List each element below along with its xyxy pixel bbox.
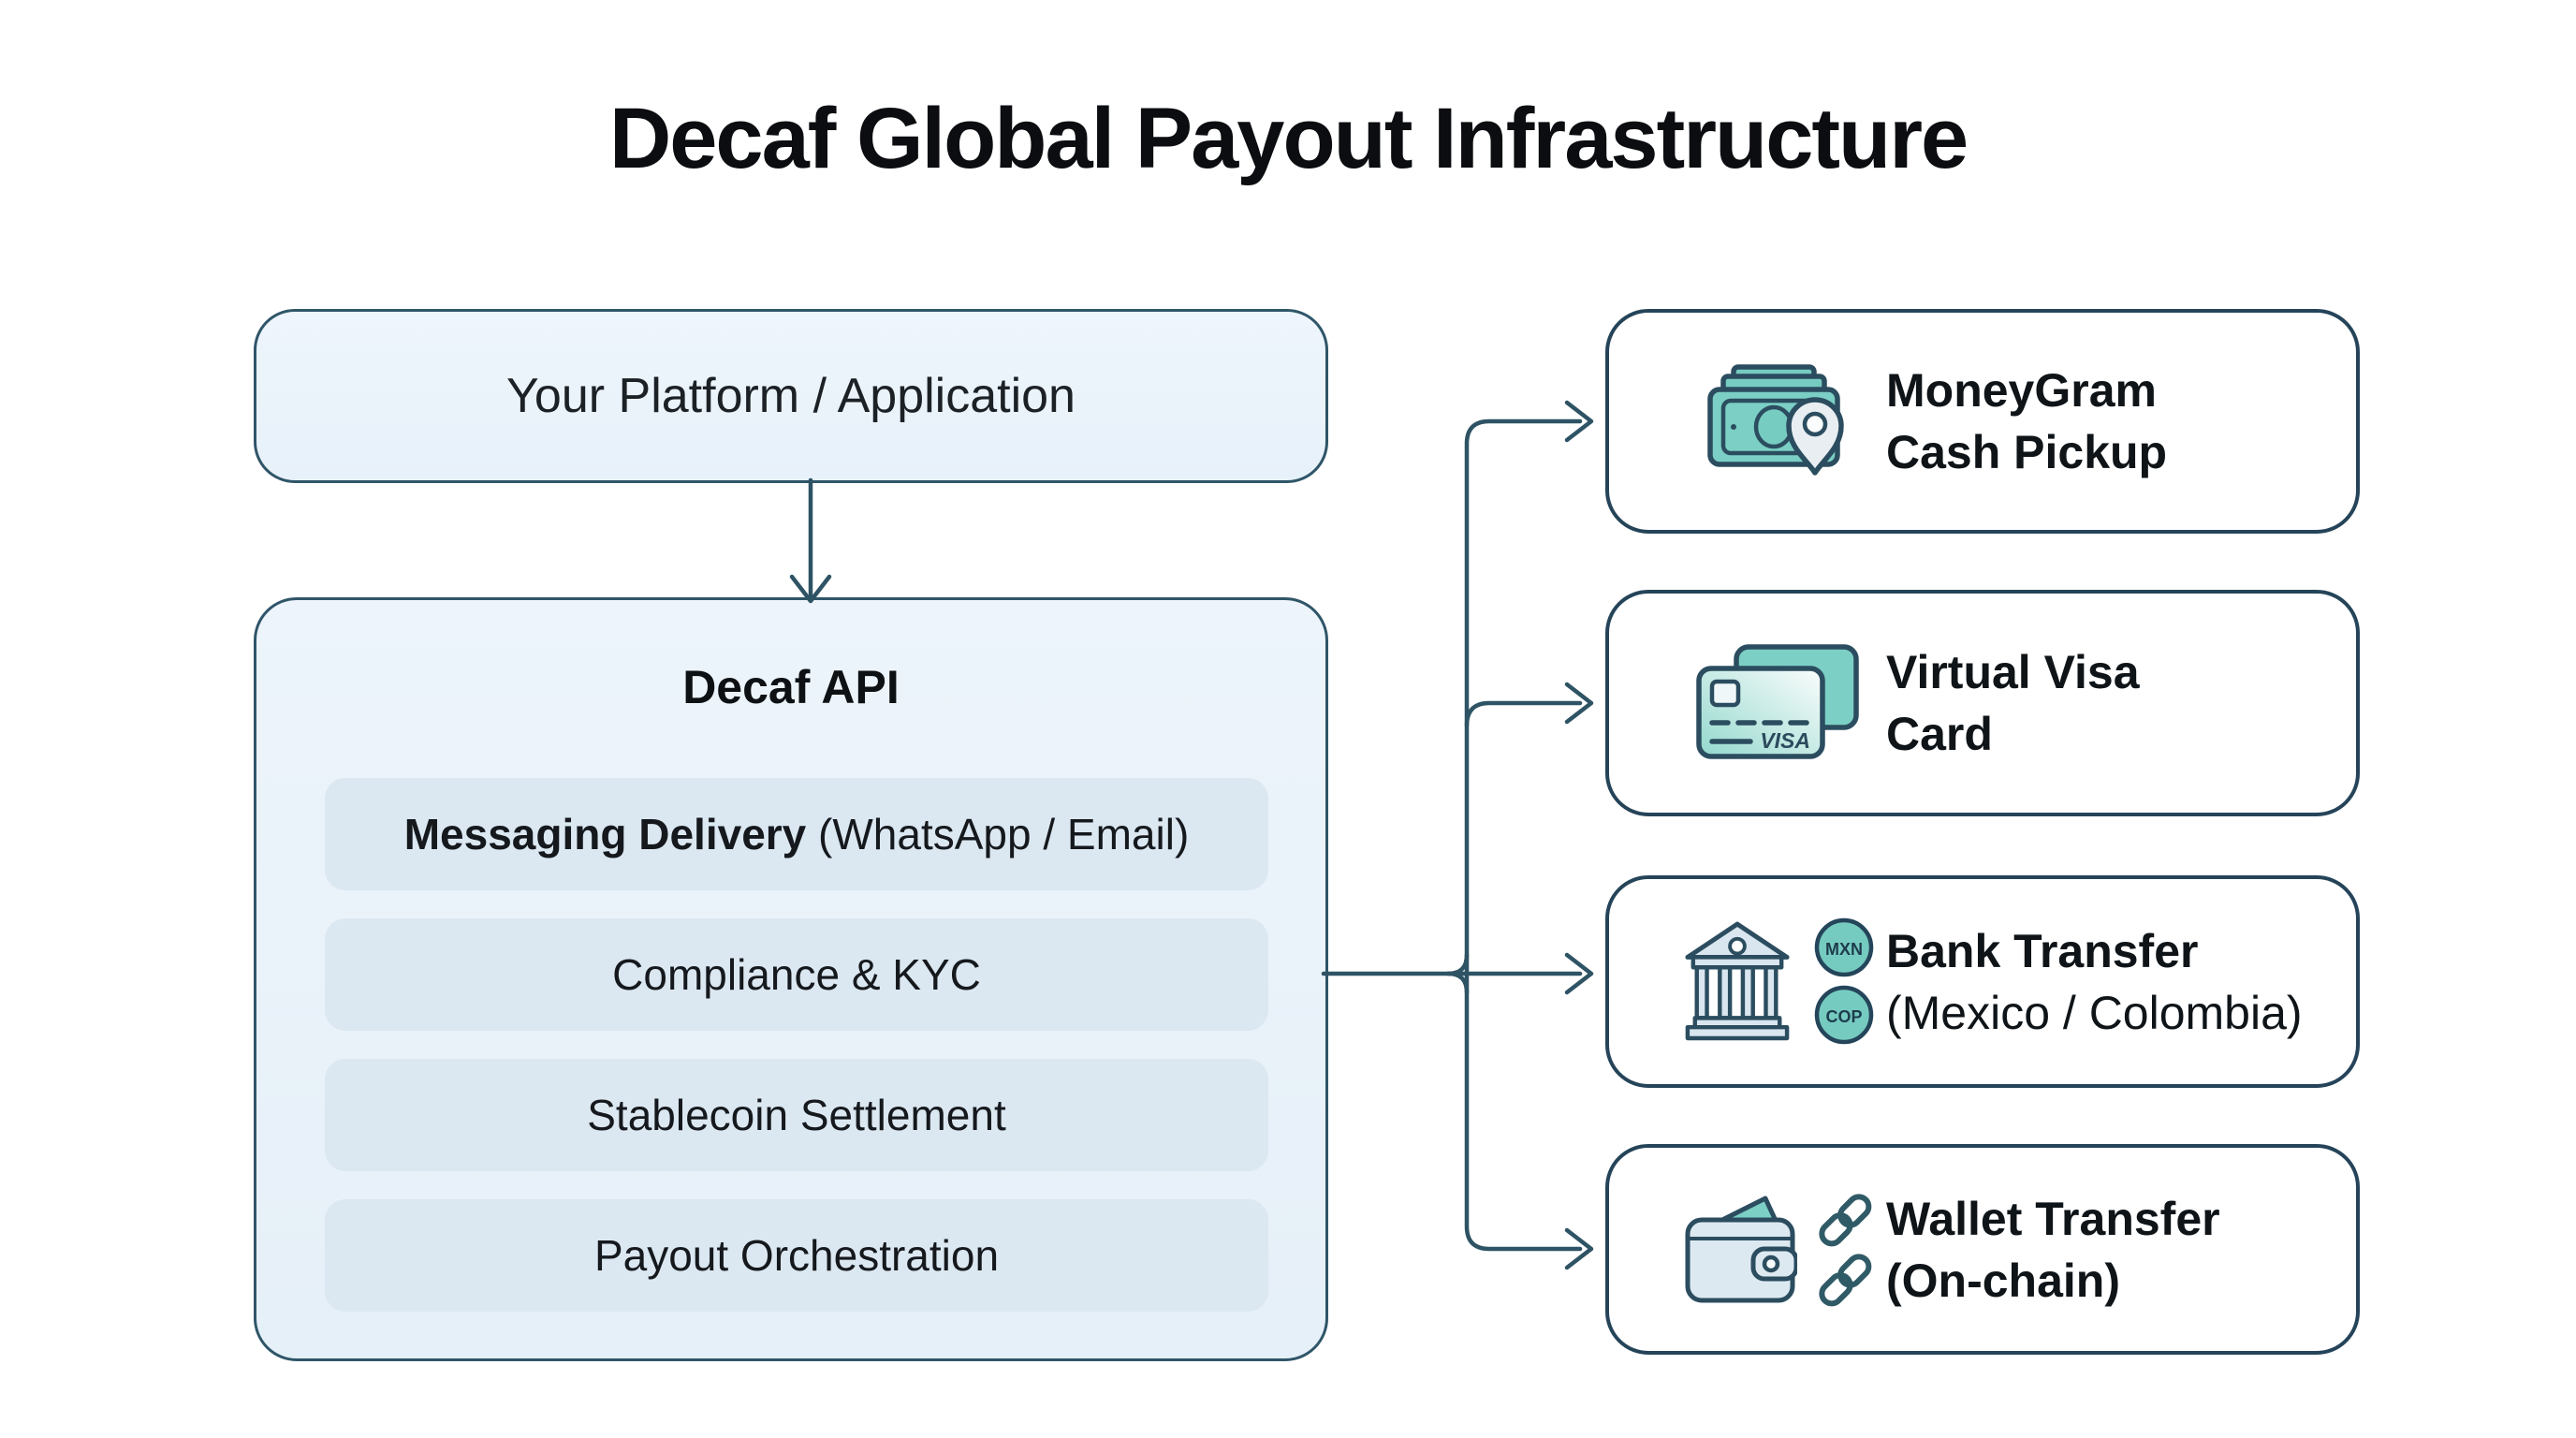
wallet-icon — [1685, 1196, 1797, 1302]
platform-label: Your Platform / Application — [506, 369, 1076, 423]
channel-card-moneygram: MoneyGram Cash Pickup — [1605, 309, 2360, 534]
credit-cards-icon: VISA — [1696, 644, 1859, 759]
arrowhead-right-icon — [1564, 682, 1594, 725]
chain-links-icon — [1819, 1193, 1872, 1306]
branch-visa — [1464, 700, 1583, 728]
channel-title-line2: (Mexico / Colombia) — [1886, 986, 2303, 1039]
module-label: Messaging Delivery — [403, 810, 807, 858]
channel-title-line2: (On-chain) — [1886, 1254, 2120, 1307]
channel-title-line2: Cash Pickup — [1886, 426, 2168, 478]
bank-building-icon — [1685, 921, 1790, 1040]
channel-card-bank-transfer: MXN COP Bank Transfer (Mexico / Colombia… — [1605, 875, 2360, 1088]
module-label: Compliance & KYC — [612, 950, 981, 999]
arrowhead-right-icon — [1564, 952, 1594, 995]
channel-title-line1: Wallet Transfer — [1886, 1192, 2220, 1245]
channel-card-wallet-transfer: Wallet Transfer (On-chain) — [1605, 1144, 2360, 1355]
branch-moneygram — [1464, 418, 1583, 976]
api-module-payout: Payout Orchestration — [325, 1199, 1268, 1312]
branch-wallet — [1464, 971, 1583, 1252]
cash-pickup-icon — [1707, 364, 1844, 476]
page-title: Decaf Global Payout Infrastructure — [608, 91, 1969, 186]
module-label-suffix: (WhatsApp / Email) — [806, 810, 1190, 858]
channel-title-line1: Bank Transfer — [1886, 924, 2199, 977]
decaf-api-node: Decaf API Messaging Delivery (WhatsApp /… — [254, 597, 1328, 1361]
channel-title-line1: MoneyGram — [1886, 364, 2157, 417]
channel-title-line2: Card — [1886, 708, 1993, 760]
card-brand-label: VISA — [1760, 728, 1810, 753]
channel-card-virtual-visa: VISA Virtual Visa Card — [1605, 590, 2360, 816]
module-label: Payout Orchestration — [593, 1231, 1000, 1280]
platform-node: Your Platform / Application — [254, 309, 1328, 483]
channel-title-line1: Virtual Visa — [1886, 646, 2140, 698]
arrowhead-right-icon — [1564, 400, 1594, 443]
api-module-compliance: Compliance & KYC — [325, 918, 1268, 1031]
api-module-messaging: Messaging Delivery (WhatsApp / Email) — [325, 778, 1268, 890]
module-label: Stablecoin Settlement — [587, 1091, 1006, 1139]
arrowhead-right-icon — [1564, 1227, 1594, 1270]
currency-coins-icon: MXN COP — [1814, 917, 1874, 1044]
coin-label-cop: COP — [1825, 1007, 1862, 1026]
decaf-api-title: Decaf API — [682, 661, 900, 713]
coin-label-mxn: MXN — [1825, 940, 1863, 959]
api-module-stablecoin: Stablecoin Settlement — [325, 1059, 1268, 1171]
